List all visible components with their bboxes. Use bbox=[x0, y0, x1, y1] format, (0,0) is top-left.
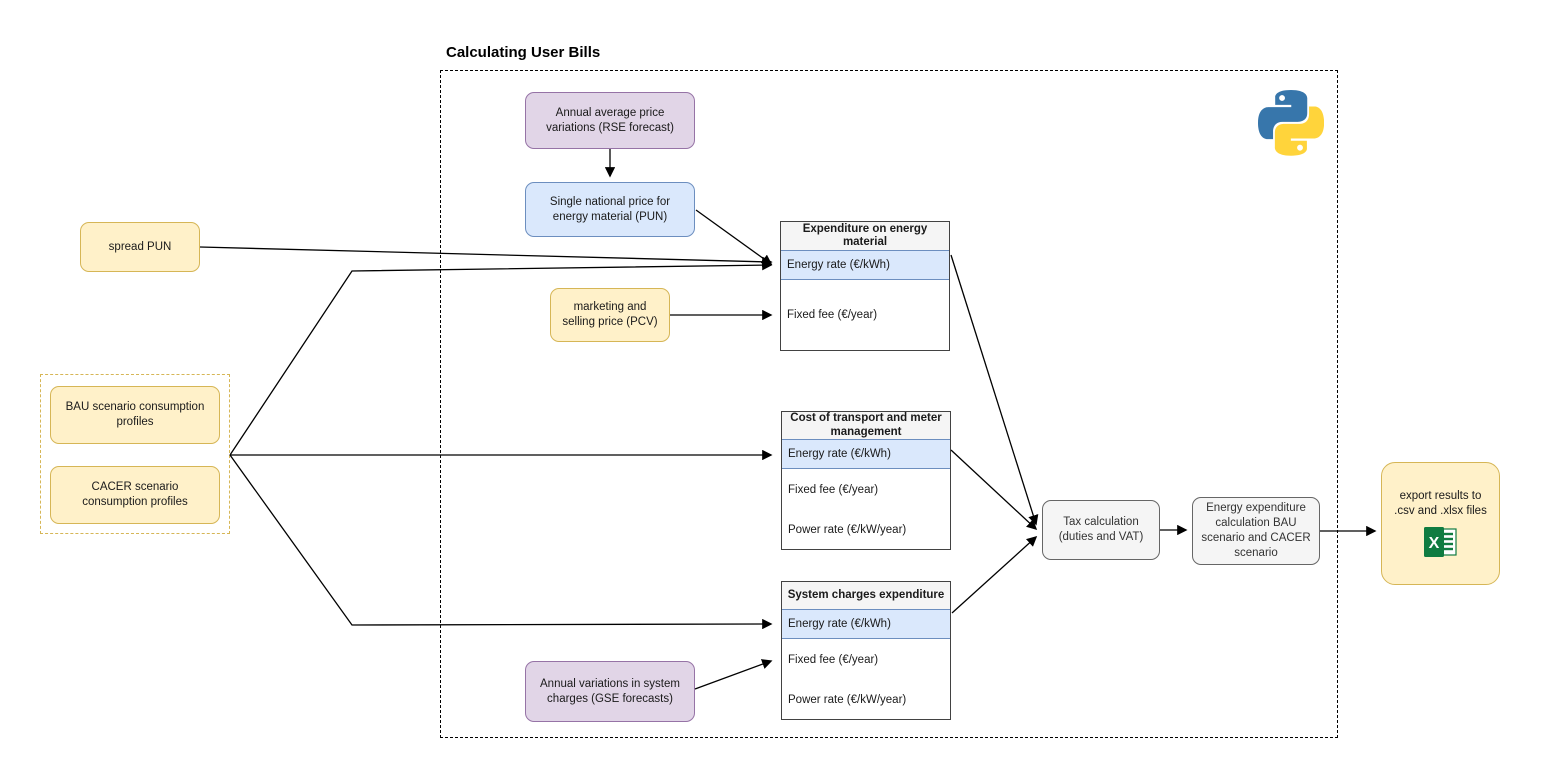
node-pun: Single national price for energy materia… bbox=[525, 182, 695, 237]
excel-icon: X bbox=[1423, 526, 1457, 557]
node-cacer-profiles: CACER scenario consumption profiles bbox=[50, 466, 220, 524]
node-label: CACER scenario consumption profiles bbox=[82, 481, 188, 508]
table-row-fixed-fee: Fixed fee (€/year) bbox=[788, 654, 879, 666]
node-pcv: marketing and selling price (PCV) bbox=[550, 288, 670, 342]
node-label: BAU scenario consumption profiles bbox=[65, 401, 205, 428]
node-export-results: export results to .csv and .xlsx files X bbox=[1381, 462, 1500, 585]
node-label: Annual average price variations (RSE for… bbox=[546, 106, 674, 134]
node-spread-pun: spread PUN bbox=[80, 222, 200, 272]
table-row-power-rate: Power rate (€/kW/year) bbox=[788, 524, 907, 536]
node-gse-forecast: Annual variations in system charges (GSE… bbox=[525, 661, 695, 722]
node-bau-profiles: BAU scenario consumption profiles bbox=[50, 386, 220, 444]
svg-text:X: X bbox=[1428, 535, 1439, 552]
table-header: System charges expenditure bbox=[782, 582, 950, 609]
node-label: spread PUN bbox=[108, 240, 172, 253]
table-transport-meter-management: Cost of transport and meter management E… bbox=[781, 411, 951, 550]
node-label: Annual variations in system charges (GSE… bbox=[540, 677, 680, 705]
node-label: Single national price for energy materia… bbox=[549, 195, 671, 223]
table-expenditure-energy-material: Expenditure on energy material Energy ra… bbox=[780, 221, 950, 351]
node-tax-calculation: Tax calculation (duties and VAT) bbox=[1042, 500, 1160, 560]
node-label: export results to .csv and .xlsx files bbox=[1394, 490, 1487, 517]
table-header: Expenditure on energy material bbox=[781, 222, 949, 250]
node-rse-forecast: Annual average price variations (RSE for… bbox=[525, 92, 695, 149]
node-label: Tax calculation (duties and VAT) bbox=[1058, 516, 1144, 543]
table-row-fixed-fee: Fixed fee (€/year) bbox=[787, 309, 878, 321]
node-energy-expenditure: Energy expenditure calculation BAU scena… bbox=[1192, 497, 1320, 565]
table-row-energy-rate: Energy rate (€/kWh) bbox=[782, 609, 950, 639]
table-row-fixed-fee: Fixed fee (€/year) bbox=[788, 484, 879, 496]
table-header: Cost of transport and meter management bbox=[782, 412, 950, 439]
table-row-energy-rate: Energy rate (€/kWh) bbox=[781, 250, 949, 280]
node-label: Energy expenditure calculation BAU scena… bbox=[1201, 502, 1311, 559]
table-system-charges-expenditure: System charges expenditure Energy rate (… bbox=[781, 581, 951, 720]
table-row-power-rate: Power rate (€/kW/year) bbox=[788, 694, 907, 706]
diagram-title: Calculating User Bills bbox=[446, 44, 601, 61]
node-label: marketing and selling price (PCV) bbox=[562, 301, 658, 328]
python-logo-icon bbox=[1258, 90, 1324, 156]
table-row-energy-rate: Energy rate (€/kWh) bbox=[782, 439, 950, 469]
